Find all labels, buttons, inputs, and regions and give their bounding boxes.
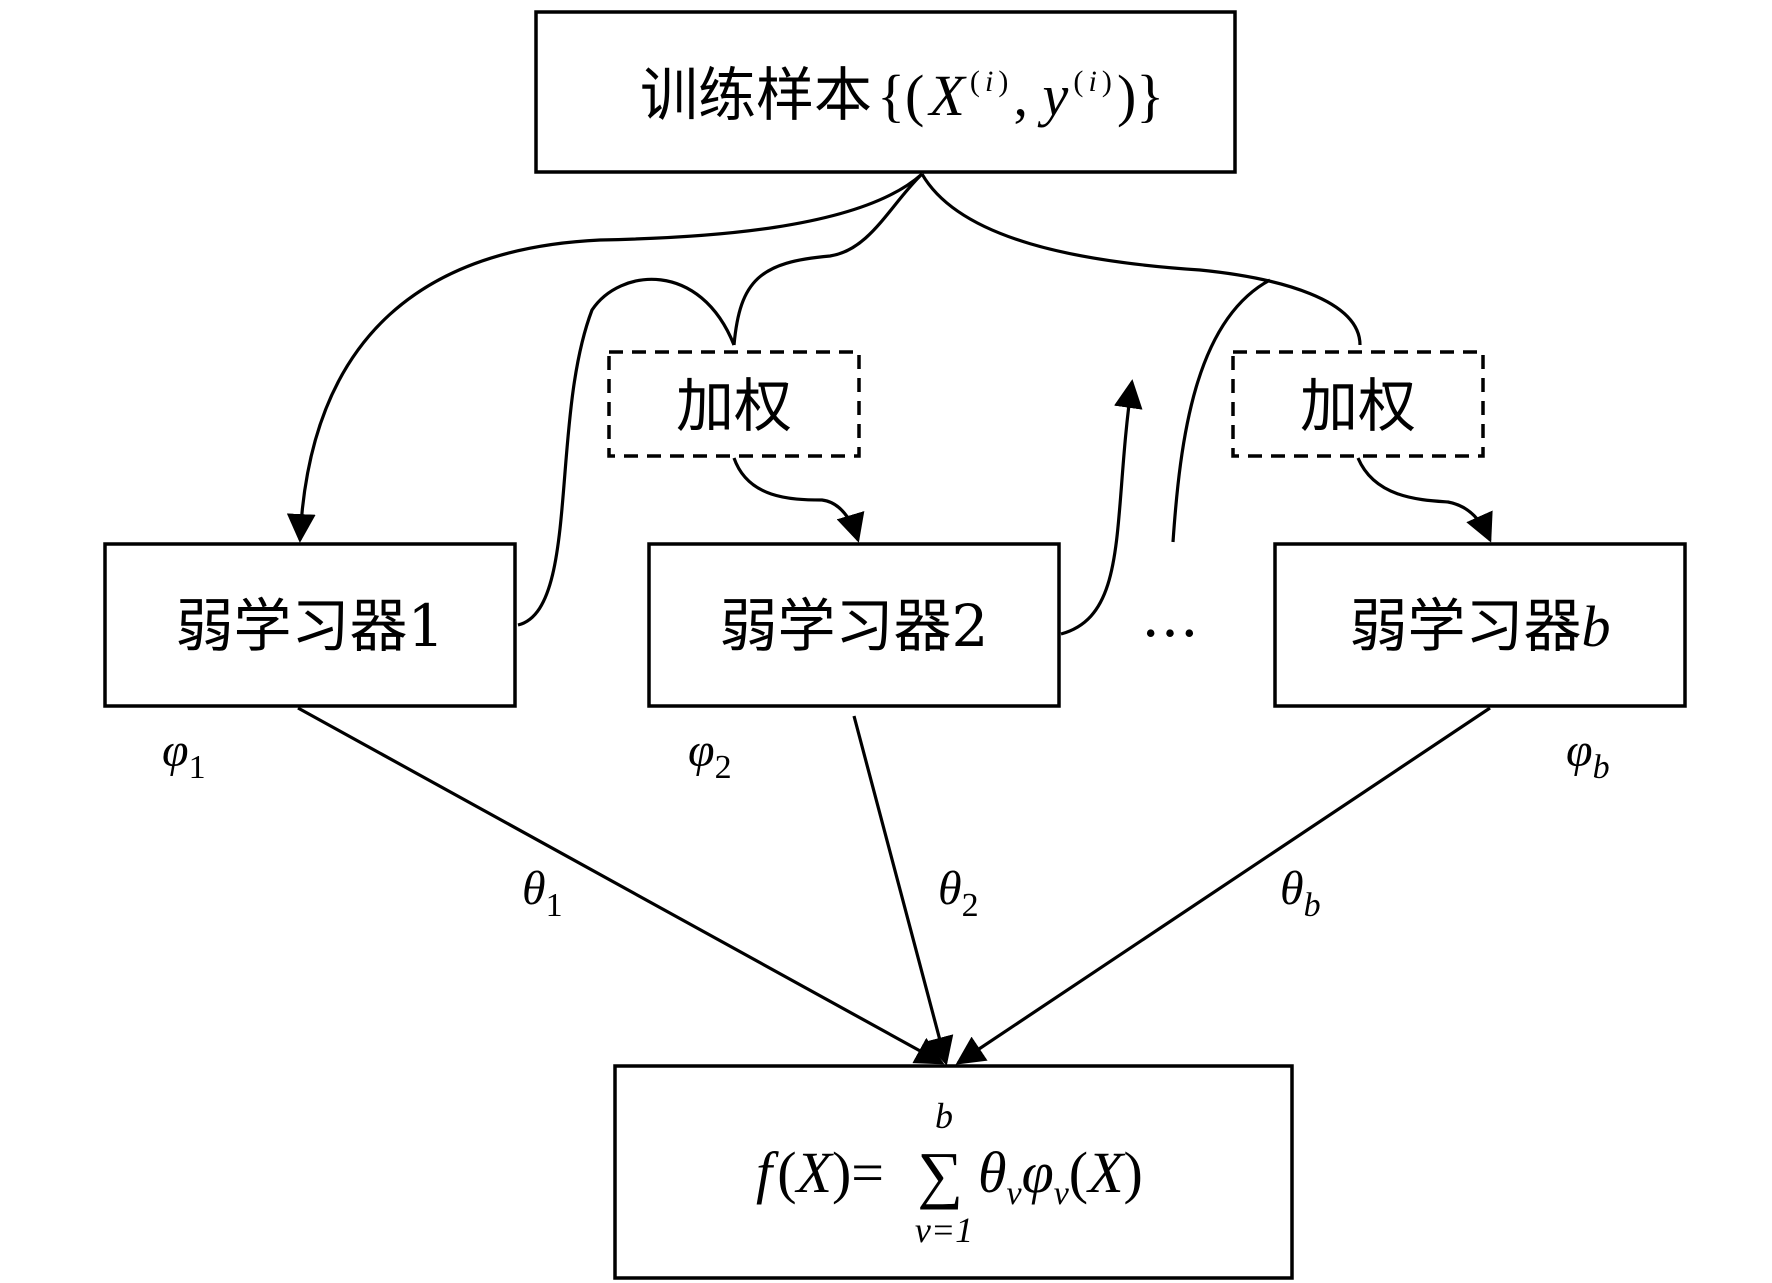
edge-train-to-weight2 <box>920 173 1362 346</box>
edge-weight2-to-learnerb <box>1356 457 1493 543</box>
formula-main: f (X)= <box>756 1140 884 1205</box>
training-samples-box <box>534 10 1237 174</box>
edge-learner2-to-next <box>1060 379 1143 636</box>
formula: f (X)= ∑ b v=1 θvφv(X) <box>756 1096 1143 1250</box>
edge-train-to-weight1 <box>732 172 924 346</box>
sum-symbol: ∑ <box>917 1139 963 1210</box>
sum-lower-limit: v=1 <box>915 1210 973 1250</box>
phi-1-label: φ1 <box>162 724 206 786</box>
weighting-box-1 <box>607 350 861 458</box>
weak-learner-1-label: 弱学习器1 <box>176 592 445 660</box>
edge-learner1-to-final <box>297 706 945 1065</box>
training-samples-label: 训练样本 {( X ( i ) , y ( i ) )} <box>640 61 1164 129</box>
weak-learner-2-label: 弱学习器2 <box>720 592 989 660</box>
theta-b-label: θb <box>1280 862 1321 924</box>
weighting-box-2 <box>1231 350 1485 458</box>
weak-learner-1-box <box>103 542 517 708</box>
weak-learner-b-label: 弱学习器b <box>1349 592 1610 660</box>
phi-b-label: φb <box>1566 724 1610 786</box>
edge-learner2-to-final <box>852 715 954 1066</box>
theta-1-label: θ1 <box>522 862 563 924</box>
sum-upper-limit: b <box>935 1096 953 1136</box>
weak-learner-2-box <box>647 542 1061 708</box>
weighting-label-2: 加权 <box>1300 372 1416 440</box>
weak-learner-b-box <box>1273 542 1687 708</box>
edge-nextlearner-to-weight2 <box>1171 278 1271 543</box>
edge-learnerb-to-final <box>955 706 1491 1065</box>
final-model-box <box>613 1064 1294 1280</box>
ellipsis: … <box>1141 582 1199 650</box>
weighting-label-1: 加权 <box>676 372 792 440</box>
edge-train-to-learner1 <box>286 172 924 543</box>
formula-terms: θvφv(X) <box>978 1140 1143 1212</box>
edge-weight1-to-learner2 <box>732 457 865 543</box>
phi-2-label: φ2 <box>688 724 732 786</box>
edge-learner1-to-weight1 <box>517 277 736 627</box>
theta-2-label: θ2 <box>938 862 979 924</box>
